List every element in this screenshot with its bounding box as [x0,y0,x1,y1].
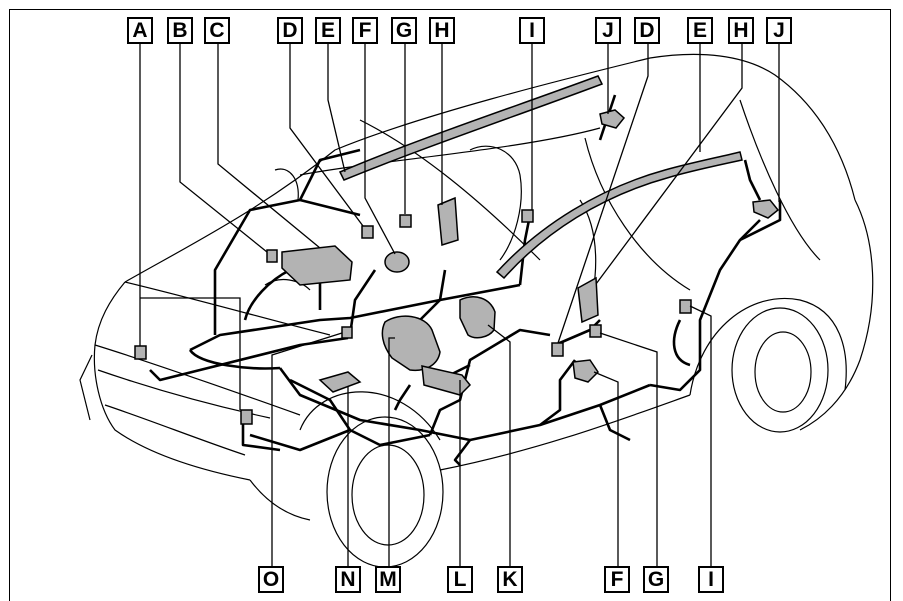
label-g-top: G [391,17,417,44]
label-e-top: E [315,17,341,44]
label-a-top: A [127,17,153,44]
label-d-top-right: D [634,17,660,44]
label-e-top-right: E [687,17,713,44]
label-j-top-right: J [766,17,792,44]
label-g-bottom: G [643,566,669,593]
label-k-bottom: K [497,566,523,593]
leader-lines [139,40,780,570]
label-l-bottom: L [447,566,473,593]
label-c-top: C [204,17,230,44]
label-i-bottom: I [698,566,724,593]
label-d-top: D [277,17,303,44]
airbag-modules [281,196,599,396]
sensors [134,109,780,425]
label-h-top-right: H [728,17,754,44]
label-f-top: F [352,17,378,44]
label-o-bottom: O [258,566,284,593]
label-f-bottom: F [604,566,630,593]
label-b-top: B [167,17,193,44]
label-h-top: H [429,17,455,44]
label-m-bottom: M [375,566,401,593]
curtain-airbags [338,75,743,280]
label-n-bottom: N [335,566,361,593]
label-j-top: J [595,17,621,44]
diagram-frame [9,9,891,601]
label-i-top: I [519,17,545,44]
